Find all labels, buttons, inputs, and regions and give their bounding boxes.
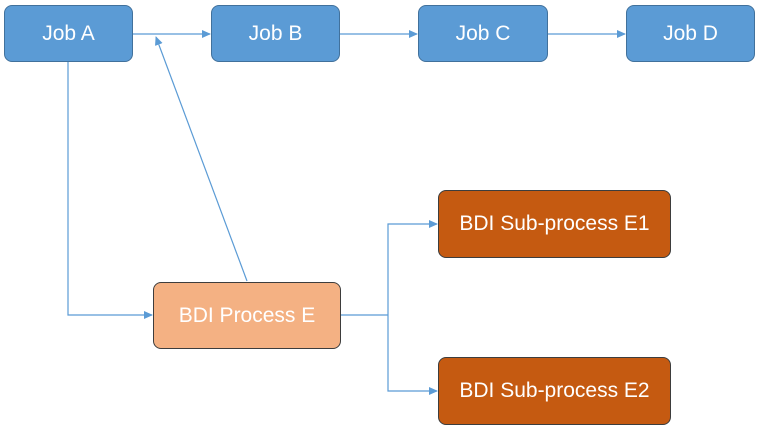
job-d-node[interactable]: Job D: [626, 5, 755, 62]
job-c-label: Job C: [455, 21, 511, 45]
bdi-sub-process-e1-label: BDI Sub-process E1: [459, 212, 650, 235]
arrow-job-a-to-process-e: [67, 62, 153, 319]
job-b-node[interactable]: Job B: [211, 5, 340, 62]
bdi-sub-process-e2-node[interactable]: BDI Sub-process E2: [438, 357, 671, 425]
job-a-node[interactable]: Job A: [4, 5, 133, 62]
bdi-process-e-node[interactable]: BDI Process E: [153, 282, 341, 349]
job-c-node[interactable]: Job C: [418, 5, 548, 62]
job-a-label: Job A: [42, 21, 95, 45]
job-b-label: Job B: [248, 21, 303, 45]
arrow-process-e-to-sub-e1: [387, 220, 438, 315]
arrow-process-e-to-job-link: [155, 36, 248, 282]
job-d-label: Job D: [663, 21, 718, 45]
bdi-process-e-label: BDI Process E: [178, 303, 316, 327]
arrow-process-e-to-sub-e2: [387, 315, 438, 395]
bdi-sub-process-e2-label: BDI Sub-process E2: [459, 379, 650, 402]
bdi-sub-process-e1-node[interactable]: BDI Sub-process E1: [438, 190, 671, 258]
